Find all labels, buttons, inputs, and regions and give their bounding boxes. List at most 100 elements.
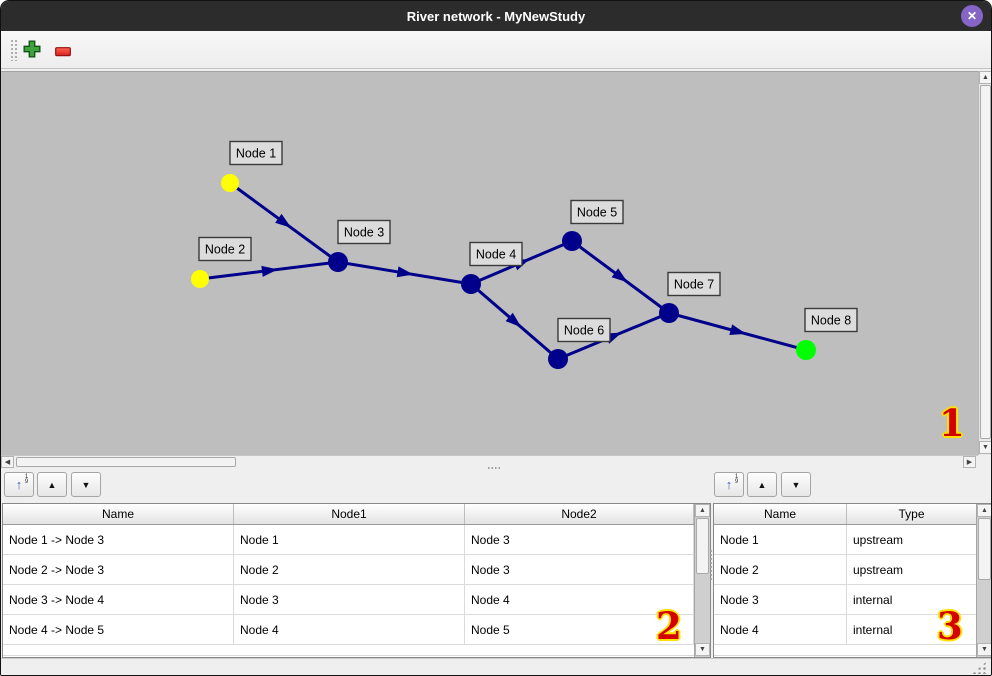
table-cell[interactable]: Node 4 [714, 615, 847, 644]
splitter-handle[interactable] [487, 466, 501, 470]
plus-icon [23, 40, 41, 58]
scroll-down-button[interactable]: ▼ [977, 643, 991, 656]
scrollbar-corner [978, 455, 991, 468]
down-arrow-icon: ▼ [699, 646, 706, 653]
node-label-box [667, 271, 721, 297]
scroll-up-button[interactable]: ▲ [695, 504, 710, 517]
down-arrow-icon: ▼ [981, 646, 988, 653]
table-cell[interactable]: Node 3 [465, 555, 694, 584]
table-cell[interactable]: Node 5 [465, 615, 694, 644]
column-header: Node2 [465, 504, 694, 524]
network-node[interactable] [796, 340, 816, 360]
vertical-scroll-thumb[interactable] [980, 85, 991, 439]
table-cell[interactable]: Node 2 [234, 555, 465, 584]
flow-direction-arrow-icon [275, 213, 292, 228]
node-label-box [804, 307, 858, 333]
scroll-left-button[interactable]: ◀ [1, 456, 14, 468]
network-node[interactable] [659, 303, 679, 323]
annotation-marker-3: 3 [937, 604, 963, 648]
panel-splitter-handle[interactable] [709, 549, 713, 581]
node-label: Node 5 [577, 206, 617, 220]
minus-icon [55, 47, 71, 57]
nodes-table-scrollbar[interactable]: ▲ ▼ [976, 504, 991, 657]
annotation-marker-2: 2 [656, 604, 682, 648]
reaches-move-up-button[interactable]: ▲ [37, 472, 67, 497]
table-cell[interactable]: Node 4 [234, 615, 465, 644]
table-cell[interactable]: Node 2 [714, 555, 847, 584]
close-icon: ✕ [966, 9, 978, 23]
table-cell[interactable]: Node 1 [234, 525, 465, 554]
table-cell[interactable]: Node 4 -> Node 5 [3, 615, 234, 644]
network-node[interactable] [328, 252, 348, 272]
nodes-move-down-button[interactable]: ▼ [781, 472, 811, 497]
close-button[interactable]: ✕ [961, 5, 983, 27]
node-label-box [570, 199, 624, 225]
network-node[interactable] [461, 274, 481, 294]
nodes-move-up-button[interactable]: ▲ [747, 472, 777, 497]
scroll-down-button[interactable]: ▼ [695, 643, 710, 656]
horizontal-scroll-thumb[interactable] [16, 457, 236, 467]
table-cell[interactable]: Node 2 -> Node 3 [3, 555, 234, 584]
scroll-thumb[interactable] [978, 518, 991, 580]
down-triangle-icon: ▼ [791, 479, 801, 490]
remove-node-button[interactable] [55, 44, 71, 62]
scroll-right-button[interactable]: ▶ [963, 456, 976, 468]
scroll-up-button[interactable]: ▲ [977, 504, 991, 517]
up-arrow-icon: ▲ [982, 74, 989, 81]
flow-direction-arrow-icon [505, 312, 522, 328]
toolbar-grip-handle[interactable] [10, 39, 18, 61]
table-cell[interactable]: Node 1 [714, 525, 847, 554]
network-node[interactable] [562, 231, 582, 251]
table-cell[interactable]: Node 4 [465, 585, 694, 614]
table-cell[interactable]: Node 3 [714, 585, 847, 614]
table-cell[interactable]: Node 3 [465, 525, 694, 554]
canvas-horizontal-scrollbar[interactable]: ◀ ▶ [1, 455, 978, 468]
table-cell[interactable]: Node 3 [234, 585, 465, 614]
table-cell[interactable]: Node 3 -> Node 4 [3, 585, 234, 614]
node-label: Node 6 [564, 324, 604, 338]
scroll-up-button[interactable]: ▲ [979, 71, 991, 84]
scroll-thumb[interactable] [696, 518, 709, 574]
node-label: Node 8 [811, 314, 851, 328]
reaches-move-down-button[interactable]: ▼ [71, 472, 101, 497]
left-arrow-icon: ◀ [4, 458, 11, 466]
table-toolbar-strip [1, 468, 991, 503]
empty-row [3, 645, 710, 656]
table-cell[interactable]: upstream [847, 525, 977, 554]
network-node[interactable] [221, 174, 239, 192]
table-cell[interactable]: upstream [847, 555, 977, 584]
node-label-box [229, 140, 283, 166]
reaches-table-scrollbar[interactable]: ▲ ▼ [694, 504, 710, 657]
window-resize-grip[interactable] [972, 661, 987, 674]
add-node-button[interactable] [23, 40, 41, 63]
up-arrow-icon: ▲ [981, 507, 988, 514]
column-header: Name [714, 504, 847, 524]
table-cell[interactable]: Node 1 -> Node 3 [3, 525, 234, 554]
title-bar[interactable]: River network - MyNewStudy ✕ [1, 1, 991, 31]
network-node[interactable] [548, 349, 568, 369]
up-arrow-icon: ▲ [699, 507, 706, 514]
node-label: Node 4 [476, 248, 516, 262]
canvas-vertical-scrollbar[interactable]: ▲ ▼ [978, 71, 991, 455]
scroll-down-button[interactable]: ▼ [979, 441, 991, 454]
network-node[interactable] [191, 270, 209, 288]
window-title: River network - MyNewStudy [406, 8, 586, 24]
